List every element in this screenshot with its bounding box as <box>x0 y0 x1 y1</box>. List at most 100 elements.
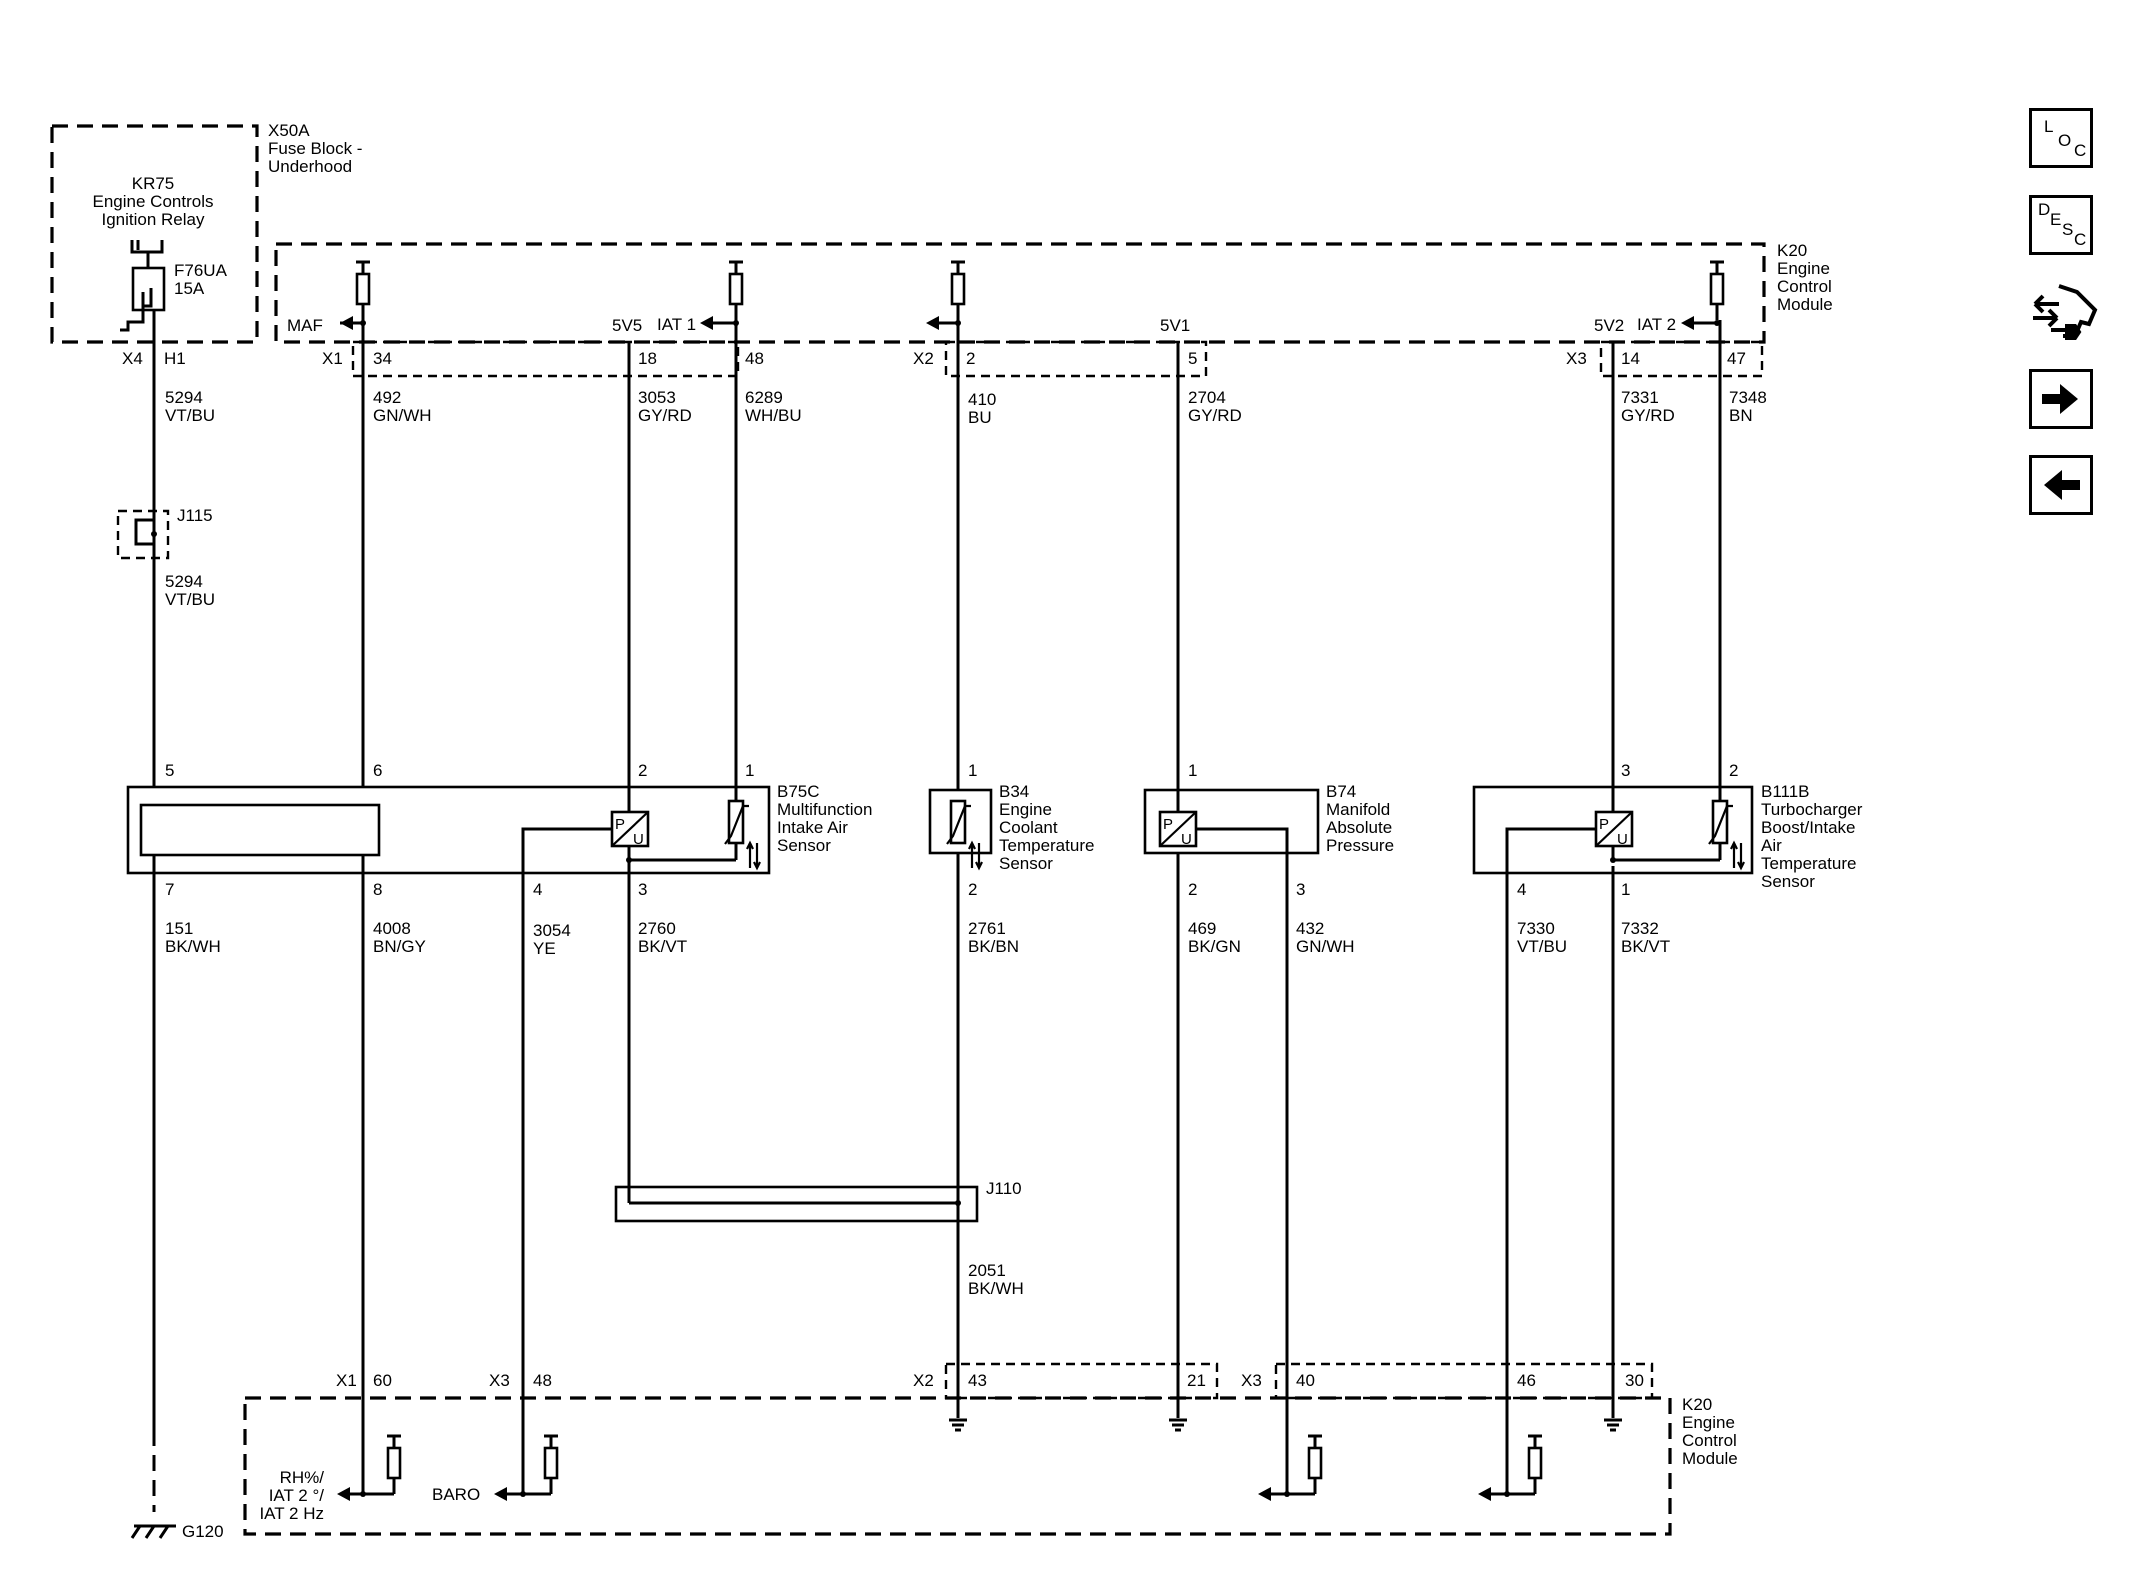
iat1-resistor <box>727 260 745 322</box>
b75c-label-1: B75C <box>777 782 820 801</box>
conn-bot-40: 40 <box>1296 1371 1315 1390</box>
ground-x2-43 <box>947 1418 969 1432</box>
wire-bot-5-col: BK/BN <box>968 937 1019 956</box>
b74-box <box>1143 788 1320 855</box>
conn-top-34: 34 <box>373 349 392 368</box>
wire-top-9-col: VT/BU <box>165 590 215 609</box>
x2-arrow <box>926 316 961 330</box>
b74-pin-2: 2 <box>1188 880 1197 899</box>
wire-bot-10-num: 2051 <box>968 1261 1006 1280</box>
conn-bot-60: 60 <box>373 1371 392 1390</box>
k20-bottom-label-2: Engine <box>1682 1413 1735 1432</box>
sig-iat2: IAT 2 <box>1637 315 1676 334</box>
b111b-pressure-symbol: P U <box>1594 810 1720 863</box>
wire-bot-3-col: YE <box>533 939 556 958</box>
k20-top-label-4: Module <box>1777 295 1833 314</box>
wire-bot-9-num: 7332 <box>1621 919 1659 938</box>
b34-label-4: Temperature <box>999 836 1094 855</box>
description-button[interactable]: D E S C <box>2029 195 2093 255</box>
b75c-label-3: Intake Air <box>777 818 848 837</box>
b34-thermistor-symbol <box>946 799 983 871</box>
loc-letter-o: O <box>2058 131 2072 150</box>
b74-pin-1: 1 <box>1188 761 1197 780</box>
wire-bot-5-num: 2761 <box>968 919 1006 938</box>
sig-iat1: IAT 1 <box>657 315 696 334</box>
wire-bot-1-num: 151 <box>165 919 193 938</box>
conn-bot-48: 48 <box>533 1371 552 1390</box>
wire-bot-2-col: BN/GY <box>373 937 426 956</box>
desc-letter-s: S <box>2062 220 2074 239</box>
next-button[interactable] <box>2029 369 2093 429</box>
b75c-pin-5: 5 <box>165 761 174 780</box>
wire-top-2-col: GN/WH <box>373 406 432 425</box>
b74-label-4: Pressure <box>1326 836 1394 855</box>
conn-bot-x2: X2 <box>913 1371 934 1390</box>
b111b-label-1: B111B <box>1761 782 1810 801</box>
wires <box>152 320 1722 1512</box>
k20-bottom-box <box>243 1396 1672 1536</box>
j115-splice <box>116 509 170 560</box>
wire-top-4-col: WH/BU <box>745 406 802 425</box>
b34-label-1: B34 <box>999 782 1029 801</box>
conn-bot-x3b: X3 <box>1241 1371 1262 1390</box>
conn-top-x2: X2 <box>913 349 934 368</box>
conn-bot-x3a: X3 <box>489 1371 510 1390</box>
b34-label-3: Coolant <box>999 818 1058 837</box>
location-button[interactable]: L O C <box>2029 108 2093 168</box>
b75c-pin-8: 8 <box>373 880 382 899</box>
desc-letter-e: E <box>2050 210 2062 229</box>
maf-resistor <box>354 260 372 322</box>
wire-top-2-num: 492 <box>373 388 401 407</box>
rh-resistor <box>385 1434 403 1496</box>
b34-box <box>928 788 993 855</box>
j110-label: J110 <box>986 1179 1022 1198</box>
j110-splice-dot <box>955 1200 961 1206</box>
x3-40-resistor <box>1306 1434 1324 1496</box>
conn-top-x1: X1 <box>322 349 343 368</box>
b75c-thermistor-symbol <box>724 799 761 871</box>
iat1-arrow <box>700 316 739 330</box>
x2-top-connector <box>944 340 1208 378</box>
conn-bot-x1: X1 <box>336 1371 357 1390</box>
b111b-label-6: Sensor <box>1761 872 1815 891</box>
conn-top-5: 5 <box>1188 349 1197 368</box>
wire-top-4-num: 6289 <box>745 388 783 407</box>
b75c-pin-4: 4 <box>533 880 542 899</box>
b75c-pressure-symbol: P U <box>610 810 736 863</box>
wire-top-7-col: GY/RD <box>1621 406 1675 425</box>
b75c-pin-3: 3 <box>638 880 647 899</box>
x50a-label-3: Underhood <box>268 157 352 176</box>
sig-baro: BARO <box>432 1485 480 1504</box>
k20-top-label-1: K20 <box>1777 241 1807 260</box>
b75c-inner-box <box>139 803 381 857</box>
b111b-label-3: Boost/Intake <box>1761 818 1856 837</box>
b111b-thermistor-symbol <box>1708 799 1745 871</box>
svg-text:P: P <box>1599 816 1609 833</box>
connector-end-view-icon[interactable] <box>2029 280 2099 346</box>
g120-label: G120 <box>182 1522 224 1541</box>
b111b-pin-2: 2 <box>1729 761 1738 780</box>
wire-bot-7-col: GN/WH <box>1296 937 1355 956</box>
j115-label: J115 <box>177 506 213 525</box>
conn-top-18: 18 <box>638 349 657 368</box>
conn-bot-21: 21 <box>1187 1371 1206 1390</box>
wire-top-3-col: GY/RD <box>638 406 692 425</box>
conn-top-2: 2 <box>966 349 975 368</box>
conn-bot-46: 46 <box>1517 1371 1536 1390</box>
iat2-resistor <box>1708 260 1726 322</box>
b74-pressure-symbol: P U <box>1158 810 1198 848</box>
wire-top-8-num: 7348 <box>1729 388 1767 407</box>
wire-top-1-num: 5294 <box>165 388 203 407</box>
previous-button[interactable] <box>2029 455 2093 515</box>
svg-text:U: U <box>1617 831 1628 848</box>
b75c-pin-2: 2 <box>638 761 647 780</box>
ground-x3-30 <box>1602 1418 1624 1432</box>
b75c-pin-1: 1 <box>745 761 754 780</box>
k20-top-label-2: Engine <box>1777 259 1830 278</box>
b75c-pin-7: 7 <box>165 880 174 899</box>
b75c-pin-6: 6 <box>373 761 382 780</box>
b74-pin-3: 3 <box>1296 880 1305 899</box>
baro-resistor <box>542 1434 560 1496</box>
b74-label-3: Absolute <box>1326 818 1392 837</box>
